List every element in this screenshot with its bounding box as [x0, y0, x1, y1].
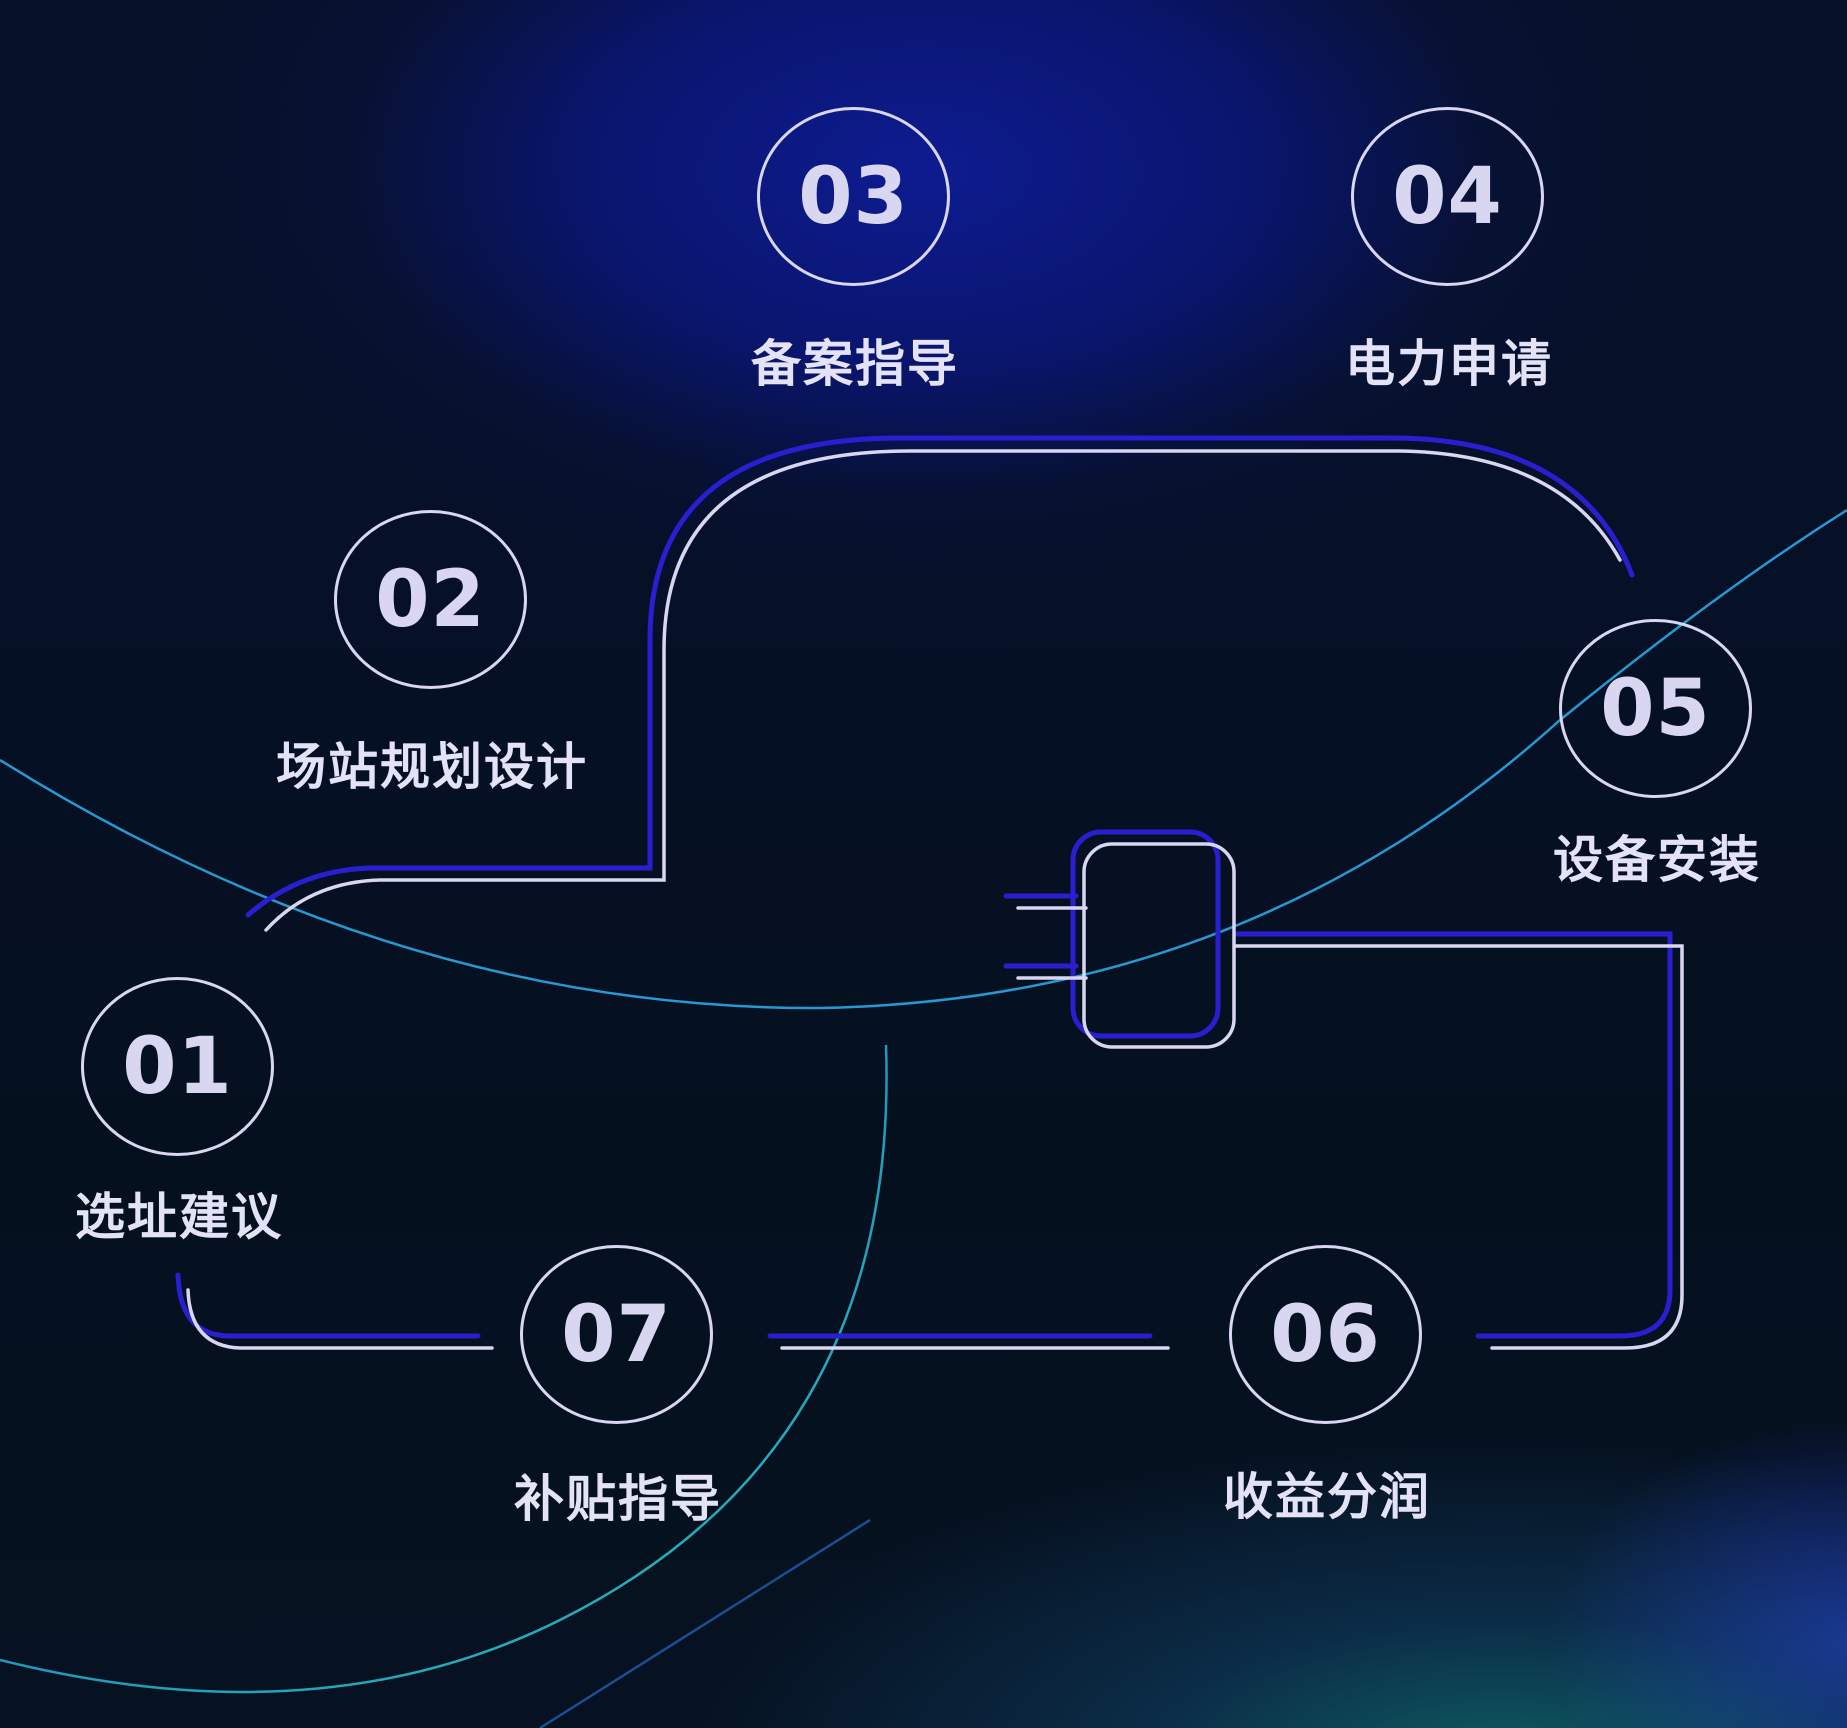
step-number-circle: 04 [1351, 107, 1544, 286]
step-label: 选址建议 [75, 1188, 283, 1246]
decorative-diagonal-line [539, 1518, 871, 1728]
step-number-circle: 07 [520, 1245, 713, 1424]
step-number-circle: 06 [1229, 1245, 1422, 1424]
route-upper [245, 435, 1635, 932]
step-number-circle: 05 [1559, 619, 1752, 798]
step-number: 04 [1392, 151, 1503, 242]
step-number-circle: 03 [757, 107, 950, 286]
step-number: 01 [122, 1021, 233, 1112]
step-number: 06 [1270, 1289, 1381, 1380]
step-number-circle: 02 [334, 510, 527, 689]
route-lower [175, 931, 1684, 1350]
step-number: 02 [375, 554, 486, 645]
step-label: 备案指导 [751, 335, 959, 393]
step-label: 设备安装 [1553, 831, 1761, 889]
step-number: 03 [798, 151, 909, 242]
step-number: 07 [561, 1289, 672, 1380]
step-number: 05 [1600, 663, 1711, 754]
step-number-circle: 01 [81, 977, 274, 1156]
step-label: 场站规划设计 [276, 738, 588, 796]
step-label: 收益分润 [1223, 1468, 1431, 1526]
step-label: 补贴指导 [514, 1470, 722, 1528]
step-label: 电力申请 [1345, 335, 1553, 393]
central-node-icon [1003, 829, 1236, 1049]
decorative-arc-left [0, 1044, 888, 1694]
